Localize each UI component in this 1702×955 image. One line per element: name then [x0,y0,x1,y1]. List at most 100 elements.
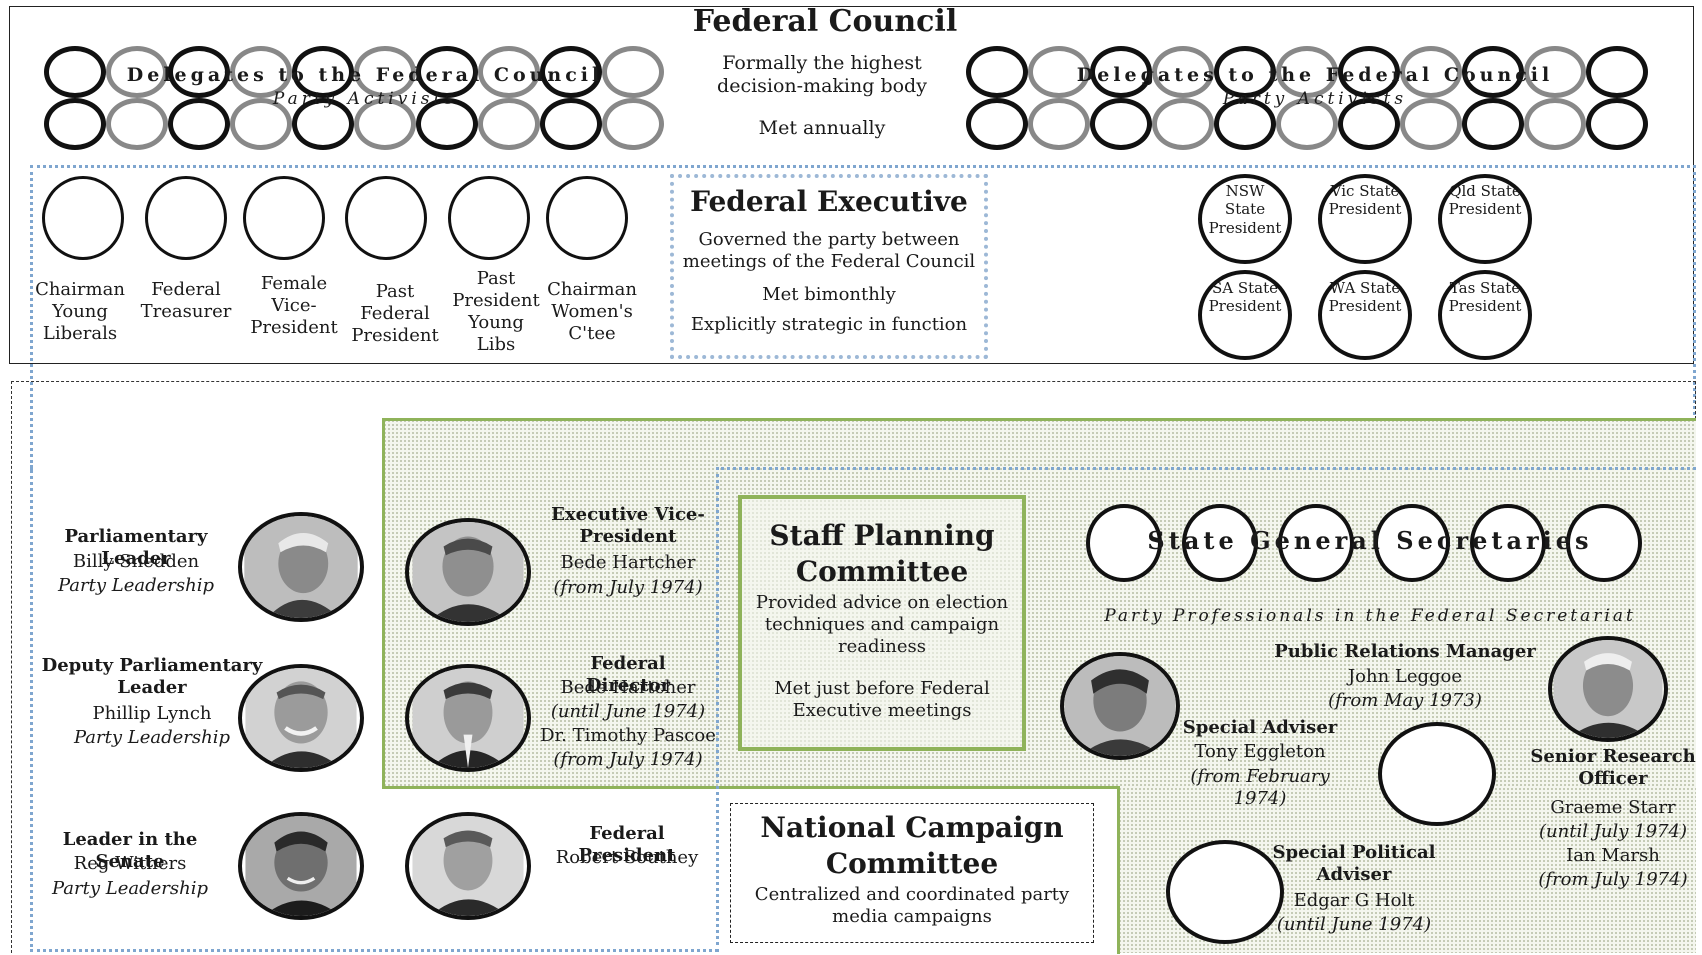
prm-role: Public Relations Manager [1274,641,1536,662]
spa-role: Special Political Adviser [1272,842,1436,885]
sgs-rings [1086,502,1646,586]
federal-executive-region-right [1693,165,1696,470]
sgs-label: State General Secretaries [1147,526,1593,555]
officials-region-border-bottom [382,786,1120,789]
leader-name: Reg Withers [73,853,187,874]
federal-executive-region-left-lower [30,465,33,952]
exec-member-ring [42,176,124,260]
federal-council-meeting: Met annually [758,117,886,139]
exec-member-label: Female Vice-President [250,273,338,338]
sro-note: (until July 1974) [1539,821,1687,842]
portrait-photo [238,512,364,622]
leader-name: Phillip Lynch [92,703,212,724]
federal-executive-inner-divider [716,467,719,952]
officials-region-border-left [382,418,385,788]
exec-member-label: Past Federal President [351,281,439,346]
fp-role: Federal President [578,823,676,866]
exec-member-label: Federal Treasurer [140,279,232,322]
federal-executive-desc: Governed the party between meetings of t… [682,229,976,272]
federal-executive-box [670,174,988,359]
leader-role: Parliamentary Leader [64,526,208,569]
sa-note: (from February 1974) [1190,766,1330,809]
national-campaign-desc: Centralized and coordinated party media … [754,884,1070,927]
fd-role: Federal Director [585,653,671,696]
staff-planning-desc: Provided advice on election techniques a… [755,592,1009,657]
portrait-photo [405,518,531,626]
evp-role: Executive Vice-President [551,504,705,547]
exec-member-ring [145,176,227,260]
portrait-photo [405,664,531,772]
portrait-photo [1548,636,1668,742]
sa-name: Tony Eggleton [1194,741,1326,762]
leader-role: Leader in the Senate [62,829,198,872]
fp-name: Robert Southey [555,847,699,868]
fd-name: Dr. Timothy Pascoe [540,725,716,746]
leader-role: Deputy Parliamentary Leader [41,655,263,698]
fd-note: (until June 1974) [550,701,706,722]
staff-planning-title: Staff Planning Committee [769,519,995,589]
staff-planning-box [738,495,1026,751]
state-president-ring [1438,174,1532,264]
evp-name: Bede Hartcher [560,552,696,573]
spa-name: Edgar G Holt [1293,890,1415,911]
officials-region [383,419,1696,787]
leader-name: Billy Snedden [72,551,200,572]
officials-region-border-top [382,418,1696,421]
federal-council-title: Federal Council [692,4,958,39]
fd-name: Bede Hartcher [560,677,696,698]
portrait-photo [1060,652,1180,760]
state-president-ring [1318,270,1412,360]
portrait-photo [405,812,531,920]
party-professionals-label: Party Professionals in the Federal Secre… [1104,606,1636,626]
exec-member-ring [448,176,530,260]
delegates-label-right: Delegates to the Federal Council [1076,64,1554,86]
leader-note: Party Leadership [52,878,208,899]
sro-name: Graeme Starr [1550,797,1676,818]
exec-member-ring [546,176,628,260]
sa-role: Special Adviser [1182,717,1338,738]
sro-name: Ian Marsh [1566,845,1660,866]
national-campaign-box [730,803,1094,943]
spa-note: (until June 1974) [1276,914,1432,935]
fd-note: (from July 1974) [553,749,703,770]
sro-note: (from July 1974) [1538,869,1688,890]
delegates-rings-left [40,44,690,154]
state-president-ring [1438,270,1532,360]
empty-staff-ring [1166,840,1284,944]
delegates-label-left: Delegates to the Federal Council [126,64,604,86]
staff-planning-meeting: Met just before Federal Executive meetin… [774,678,990,721]
state-president-label: Vic State President [1328,182,1402,219]
secretariat-region-border-left [1117,786,1120,954]
federal-executive-region-bottom-left [30,949,718,952]
exec-member-ring [345,176,427,260]
leader-note: Party Leadership [74,727,230,748]
sro-role: Senior Research Officer [1530,746,1696,789]
state-president-label: NSW State President [1208,182,1282,237]
exec-member-label: Chairman Young Liberals [35,279,125,344]
national-campaign-title: National Campaign Committee [760,811,1064,881]
federal-council-desc: Formally the highest decision-making bod… [717,52,927,98]
party-activists-right: Party Activists [1222,89,1408,109]
state-president-ring [1198,270,1292,360]
state-president-label: WA State President [1328,279,1402,316]
state-president-label: Tas State President [1448,279,1522,316]
prm-note: (from May 1973) [1328,690,1482,711]
federal-executive-function: Explicitly strategic in function [690,314,968,335]
empty-staff-ring [1378,722,1496,826]
portrait-photo [238,812,364,920]
federal-executive-title: Federal Executive [690,185,968,218]
state-president-ring [1198,174,1292,264]
party-activists-left: Party Activists [272,89,458,109]
portrait-photo [238,664,364,772]
exec-member-label: Chairman Women's C'tee [547,279,637,344]
leader-note: Party Leadership [58,575,214,596]
federal-executive-inner-top [716,467,1696,470]
state-president-label: SA State President [1208,279,1282,316]
state-president-ring [1318,174,1412,264]
federal-executive-meeting: Met bimonthly [762,284,896,305]
prm-name: John Leggoe [1347,666,1463,687]
delegates-rings-right [964,44,1664,154]
exec-member-ring [243,176,325,260]
evp-note: (from July 1974) [553,577,703,598]
exec-member-label: Past President Young Libs [452,268,540,355]
